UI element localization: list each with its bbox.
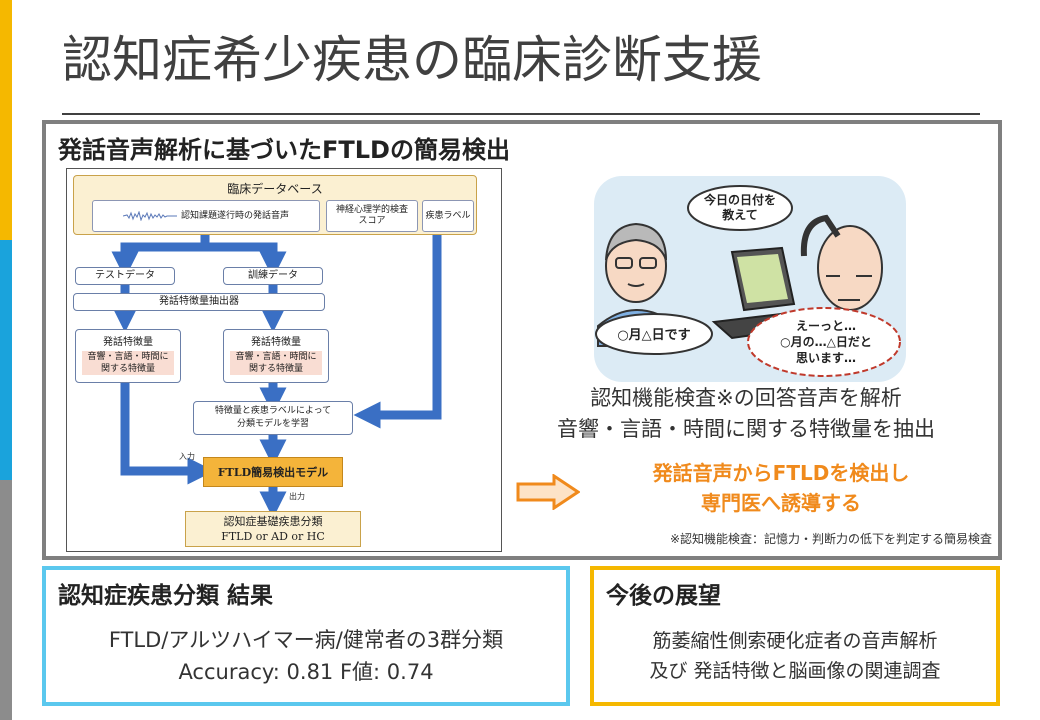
features-title-left: 発話特徴量 [103, 337, 153, 348]
result-title: 認知症疾患分類 結果 [58, 583, 274, 609]
accent-bar-yellow [0, 0, 12, 240]
features-detail-right: 音響・言語・時間に 関する特徴量 [230, 351, 322, 375]
output-label: 出力 [289, 492, 305, 501]
train-model-box: 特徴量と疾患ラベルによって 分類モデルを学習 [193, 401, 353, 435]
description-line1: 認知機能検査※の回答音声を解析 [590, 386, 902, 410]
input-label: 入力 [179, 452, 195, 461]
description-line2: 音響・言語・時間に関する特徴量を抽出 [557, 417, 935, 441]
exam-illustration: 今日の日付を 教えて ○月△日です えーっと… ○月の…△日だと 思います… [594, 176, 906, 382]
main-heading: 発話音声解析に基づいたFTLDの簡易検出 [58, 136, 510, 164]
feature-extractor-box: 発話特徴量抽出器 [73, 293, 325, 311]
result-line1: FTLD/アルツハイマー病/健常者の3群分類 [108, 628, 504, 652]
right-answer-bubble [747, 307, 901, 377]
future-title: 今後の展望 [606, 583, 721, 609]
page-title: 認知症希少疾患の臨床診断支援 [62, 31, 762, 89]
speech-audio-item: 認知課題遂行時の発話音声 [92, 200, 320, 232]
left-answer-bubble [595, 313, 713, 355]
test-data-box: テストデータ [75, 267, 175, 285]
speech-audio-label: 認知課題遂行時の発話音声 [180, 210, 289, 221]
right-answer-line3: 思います… [796, 351, 856, 365]
orange-arrow-icon [516, 474, 580, 510]
future-panel: 今後の展望 筋萎縮性側索硬化症者の音声解析 及び 発話特徴と脳画像の関連調査 [590, 566, 1000, 706]
flowchart: 臨床データベース 認知課題遂行時の発話音声 神経心理学的検査 スコア 疾患ラベル… [66, 168, 502, 552]
conclusion: 発話音声からFTLDを検出し 専門医へ誘導する [591, 458, 971, 518]
question-line1: 今日の日付を [703, 192, 776, 207]
accent-bar-gray [0, 480, 12, 720]
future-line2: 及び 発話特徴と脳画像の関連調査 [649, 660, 941, 682]
main-panel: 発話音声解析に基づいたFTLDの簡易検出 臨床データベース [42, 120, 1002, 560]
features-title-right: 発話特徴量 [251, 337, 301, 348]
train-data-box: 訓練データ [223, 267, 323, 285]
disease-label-item: 疾患ラベル [422, 200, 474, 232]
right-answer-line2: ○月の…△日だと [780, 335, 872, 349]
classification-output: 認知症基礎疾患分類 FTLD or AD or HC [185, 511, 361, 547]
question-bubble [687, 185, 793, 231]
conclusion-line2: 専門医へ誘導する [701, 491, 861, 515]
speech-features-left: 発話特徴量 音響・言語・時間に 関する特徴量 [75, 329, 181, 383]
waveform-icon [122, 211, 177, 221]
result-panel: 認知症疾患分類 結果 FTLD/アルツハイマー病/健常者の3群分類 Accura… [42, 566, 570, 706]
result-line2: Accuracy: 0.81 F値: 0.74 [178, 660, 434, 684]
accent-bar-blue [0, 240, 12, 480]
output-classes: FTLD or AD or HC [221, 530, 325, 543]
features-detail-left: 音響・言語・時間に 関する特徴量 [82, 351, 174, 375]
right-answer-line1: えーっと… [796, 319, 856, 333]
question-line2: 教えて [721, 207, 757, 222]
output-title: 認知症基礎疾患分類 [223, 515, 323, 528]
exam-scene-svg: 今日の日付を 教えて ○月△日です えーっと… ○月の…△日だと 思います… [595, 185, 901, 377]
flowchart-arrows [111, 235, 442, 519]
speech-features-right: 発話特徴量 音響・言語・時間に 関する特徴量 [223, 329, 329, 383]
neuropsych-score-item: 神経心理学的検査 スコア [326, 200, 418, 232]
footnote: ※認知機能検査：記憶力・判断力の低下を判定する簡易検査 [669, 532, 992, 546]
future-line1: 筋萎縮性側索硬化症者の音声解析 [652, 630, 938, 652]
title-divider [62, 113, 980, 115]
clinical-database: 臨床データベース 認知課題遂行時の発話音声 神経心理学的検査 スコア 疾患ラベル [73, 175, 477, 235]
conclusion-line1: 発話音声からFTLDを検出し [652, 461, 910, 485]
database-title: 臨床データベース [227, 182, 323, 196]
left-answer-text: ○月△日です [617, 328, 690, 343]
ftld-detection-model: FTLD簡易検出モデル [203, 457, 343, 487]
